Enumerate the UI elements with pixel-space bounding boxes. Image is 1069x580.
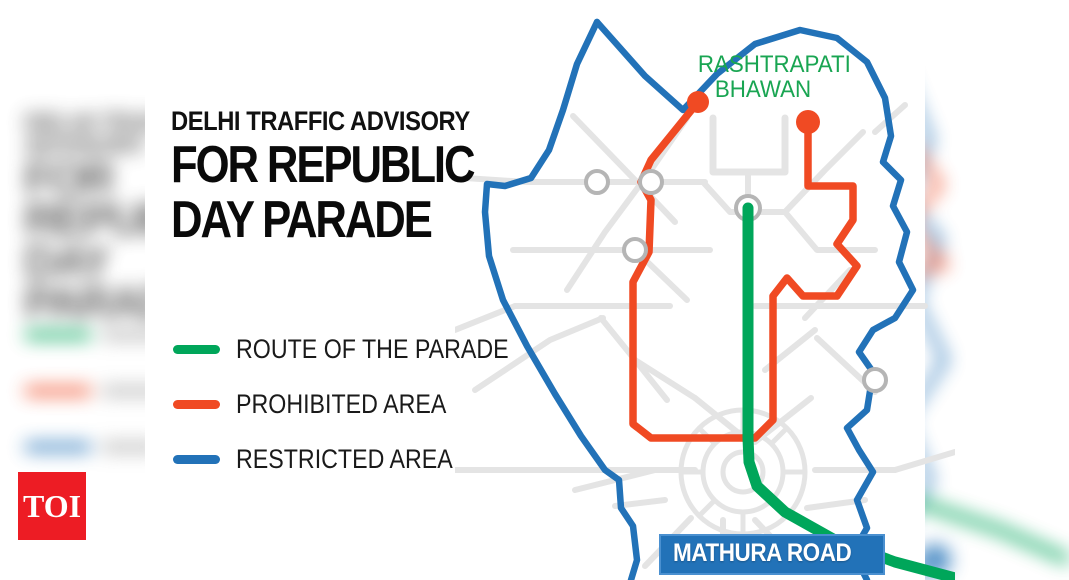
landmark-label-line2: BHAWAN — [714, 76, 812, 104]
landmark-label-line1: RASHTRAPATI — [697, 51, 851, 78]
legend-label-parade-route: ROUTE OF THE PARADE — [236, 334, 509, 364]
prohibited-endpoint-east — [796, 110, 820, 134]
toi-logo-text: TOI — [22, 487, 82, 524]
restricted-area-boundary-west — [481, 18, 641, 580]
junction-node — [638, 169, 664, 195]
legend-item-prohibited-area: PROHIBITED AREA — [173, 377, 553, 432]
legend-item-parade-route: ROUTE OF THE PARADE — [173, 322, 553, 377]
map-legend: ROUTE OF THE PARADE PROHIBITED AREA REST… — [173, 322, 553, 487]
prohibited-route-east — [739, 118, 861, 442]
road-label-mathura-road: MATHURA ROAD — [659, 534, 886, 575]
headline-line2: DAY PARADE — [171, 191, 433, 250]
landmark-label-rashtrapati-bhawan: RASHTRAPATI BHAWAN — [693, 51, 851, 104]
restricted-area-boundary — [593, 18, 917, 580]
headline-kicker: DELHI TRAFFIC ADVISORY — [171, 106, 470, 136]
legend-item-restricted-area: RESTRICTED AREA — [173, 432, 553, 487]
headline-block: DELHI TRAFFIC ADVISORY FOR REPUBLIC DAY … — [171, 108, 501, 247]
junction-node — [622, 237, 648, 263]
junction-node — [584, 169, 610, 195]
junction-node — [862, 367, 888, 393]
legend-swatch-orange — [173, 400, 220, 409]
legend-label-restricted-area: RESTRICTED AREA — [236, 444, 453, 474]
legend-label-prohibited-area: PROHIBITED AREA — [236, 389, 447, 419]
junction-nodes — [584, 169, 888, 393]
toi-logo: TOI — [18, 472, 86, 540]
legend-swatch-blue — [173, 455, 220, 464]
prohibited-route-west — [629, 98, 747, 442]
prohibited-endpoint-west — [687, 91, 709, 113]
road-label-text: MATHURA ROAD — [673, 539, 852, 567]
headline-line1: FOR REPUBLIC — [171, 136, 475, 194]
legend-swatch-green — [173, 345, 220, 354]
